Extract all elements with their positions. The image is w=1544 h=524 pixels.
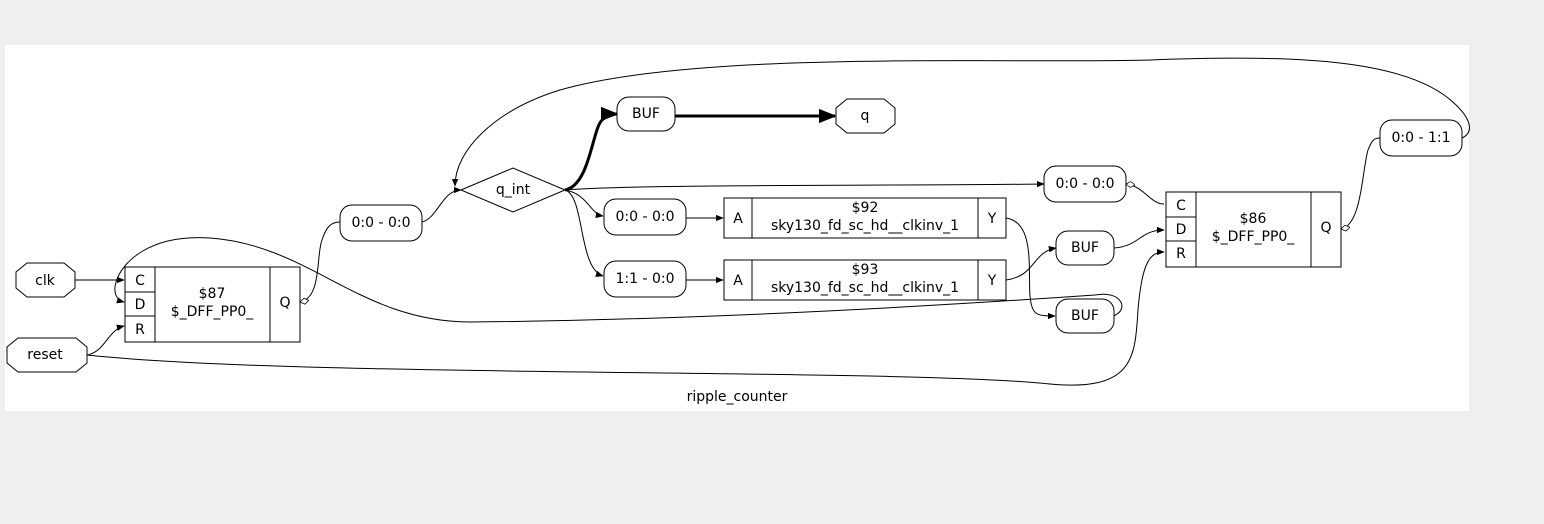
inv92-type: sky130_fd_sc_hd__clkinv_1 bbox=[771, 218, 959, 234]
wire-qint-buf bbox=[564, 106, 619, 192]
cell-inv-92[interactable]: A Y $92 sky130_fd_sc_hd__clkinv_1 bbox=[723, 197, 1007, 239]
inv92-pin-y: Y bbox=[987, 211, 997, 227]
dff86-type: $_DFF_PP0_ bbox=[1212, 229, 1296, 245]
wire-qint-s93 bbox=[564, 189, 604, 277]
wire-reset-87 bbox=[86, 324, 125, 356]
wire-buf-86d bbox=[1113, 226, 1165, 249]
wire-86q bbox=[1341, 137, 1381, 229]
dff86-pin-d: D bbox=[1176, 222, 1187, 238]
slice-87q[interactable]: 0:0 - 0:0 bbox=[339, 204, 423, 242]
port-q[interactable]: q bbox=[835, 98, 896, 134]
dff87-pin-q: Q bbox=[279, 295, 290, 311]
port-clk-label: clk bbox=[35, 273, 56, 289]
dff86-pin-c: C bbox=[1176, 198, 1186, 214]
wire-92y bbox=[1005, 217, 1056, 320]
slice-86q[interactable]: 0:0 - 1:1 bbox=[1379, 119, 1463, 157]
slice-86c-label: 0:0 - 0:0 bbox=[1055, 176, 1114, 192]
slice-92a-label: 0:0 - 0:0 bbox=[615, 209, 674, 225]
inv93-pin-y: Y bbox=[987, 273, 997, 289]
wire-87q bbox=[300, 221, 341, 302]
dff87-type: $_DFF_PP0_ bbox=[171, 304, 255, 320]
slice-93a[interactable]: 1:1 - 0:0 bbox=[603, 260, 687, 298]
inv93-id: $93 bbox=[852, 262, 879, 278]
dff86-pin-r: R bbox=[1176, 246, 1186, 262]
slice-86q-label: 0:0 - 1:1 bbox=[1391, 130, 1450, 146]
wire-reset-86 bbox=[86, 248, 1165, 386]
wire-qint-s92 bbox=[564, 189, 604, 219]
net-q_int-label: q_int bbox=[496, 182, 531, 198]
dff86-id: $86 bbox=[1240, 211, 1267, 227]
net-q_int[interactable]: q_int bbox=[459, 167, 567, 213]
wire-qint-s86c bbox=[564, 180, 1045, 191]
slice-87q-label: 0:0 - 0:0 bbox=[351, 215, 410, 231]
buffer-q[interactable]: BUF bbox=[616, 96, 676, 132]
buffer-low[interactable]: BUF bbox=[1055, 298, 1115, 334]
slice-86c[interactable]: 0:0 - 0:0 bbox=[1043, 165, 1127, 203]
port-reset[interactable]: reset bbox=[6, 337, 88, 373]
inv93-pin-a: A bbox=[733, 273, 743, 289]
buffer-mid-label: BUF bbox=[1071, 240, 1099, 256]
wire-93y bbox=[1005, 246, 1057, 281]
port-reset-label: reset bbox=[27, 347, 63, 363]
port-q-label: q bbox=[861, 108, 870, 124]
buffer-mid[interactable]: BUF bbox=[1055, 230, 1115, 266]
cell-inv-93[interactable]: A Y $93 sky130_fd_sc_hd__clkinv_1 bbox=[723, 259, 1007, 301]
diagram-title: ripple_counter bbox=[687, 389, 788, 405]
buffer-q-label: BUF bbox=[632, 106, 660, 122]
dff86-pin-q: Q bbox=[1320, 220, 1331, 236]
buffer-low-label: BUF bbox=[1071, 308, 1099, 324]
cell-dff-86[interactable]: C D R Q $86 $_DFF_PP0_ bbox=[1165, 191, 1342, 268]
dff87-pin-d: D bbox=[135, 297, 146, 313]
wire-slice-qint bbox=[421, 186, 462, 223]
inv93-type: sky130_fd_sc_hd__clkinv_1 bbox=[771, 280, 959, 296]
cell-dff-87[interactable]: C D R Q $87 $_DFF_PP0_ bbox=[124, 266, 301, 343]
inv92-id: $92 bbox=[852, 200, 879, 216]
wire-feedback-qint bbox=[451, 57, 1470, 187]
port-clk[interactable]: clk bbox=[15, 262, 76, 298]
slice-92a[interactable]: 0:0 - 0:0 bbox=[603, 198, 687, 236]
dff87-pin-r: R bbox=[135, 322, 145, 338]
dff87-id: $87 bbox=[199, 286, 226, 302]
wire-s86c-86c bbox=[1126, 184, 1165, 205]
dff87-pin-c: C bbox=[135, 273, 145, 289]
inv92-pin-a: A bbox=[733, 211, 743, 227]
slice-93a-label: 1:1 - 0:0 bbox=[615, 271, 674, 287]
